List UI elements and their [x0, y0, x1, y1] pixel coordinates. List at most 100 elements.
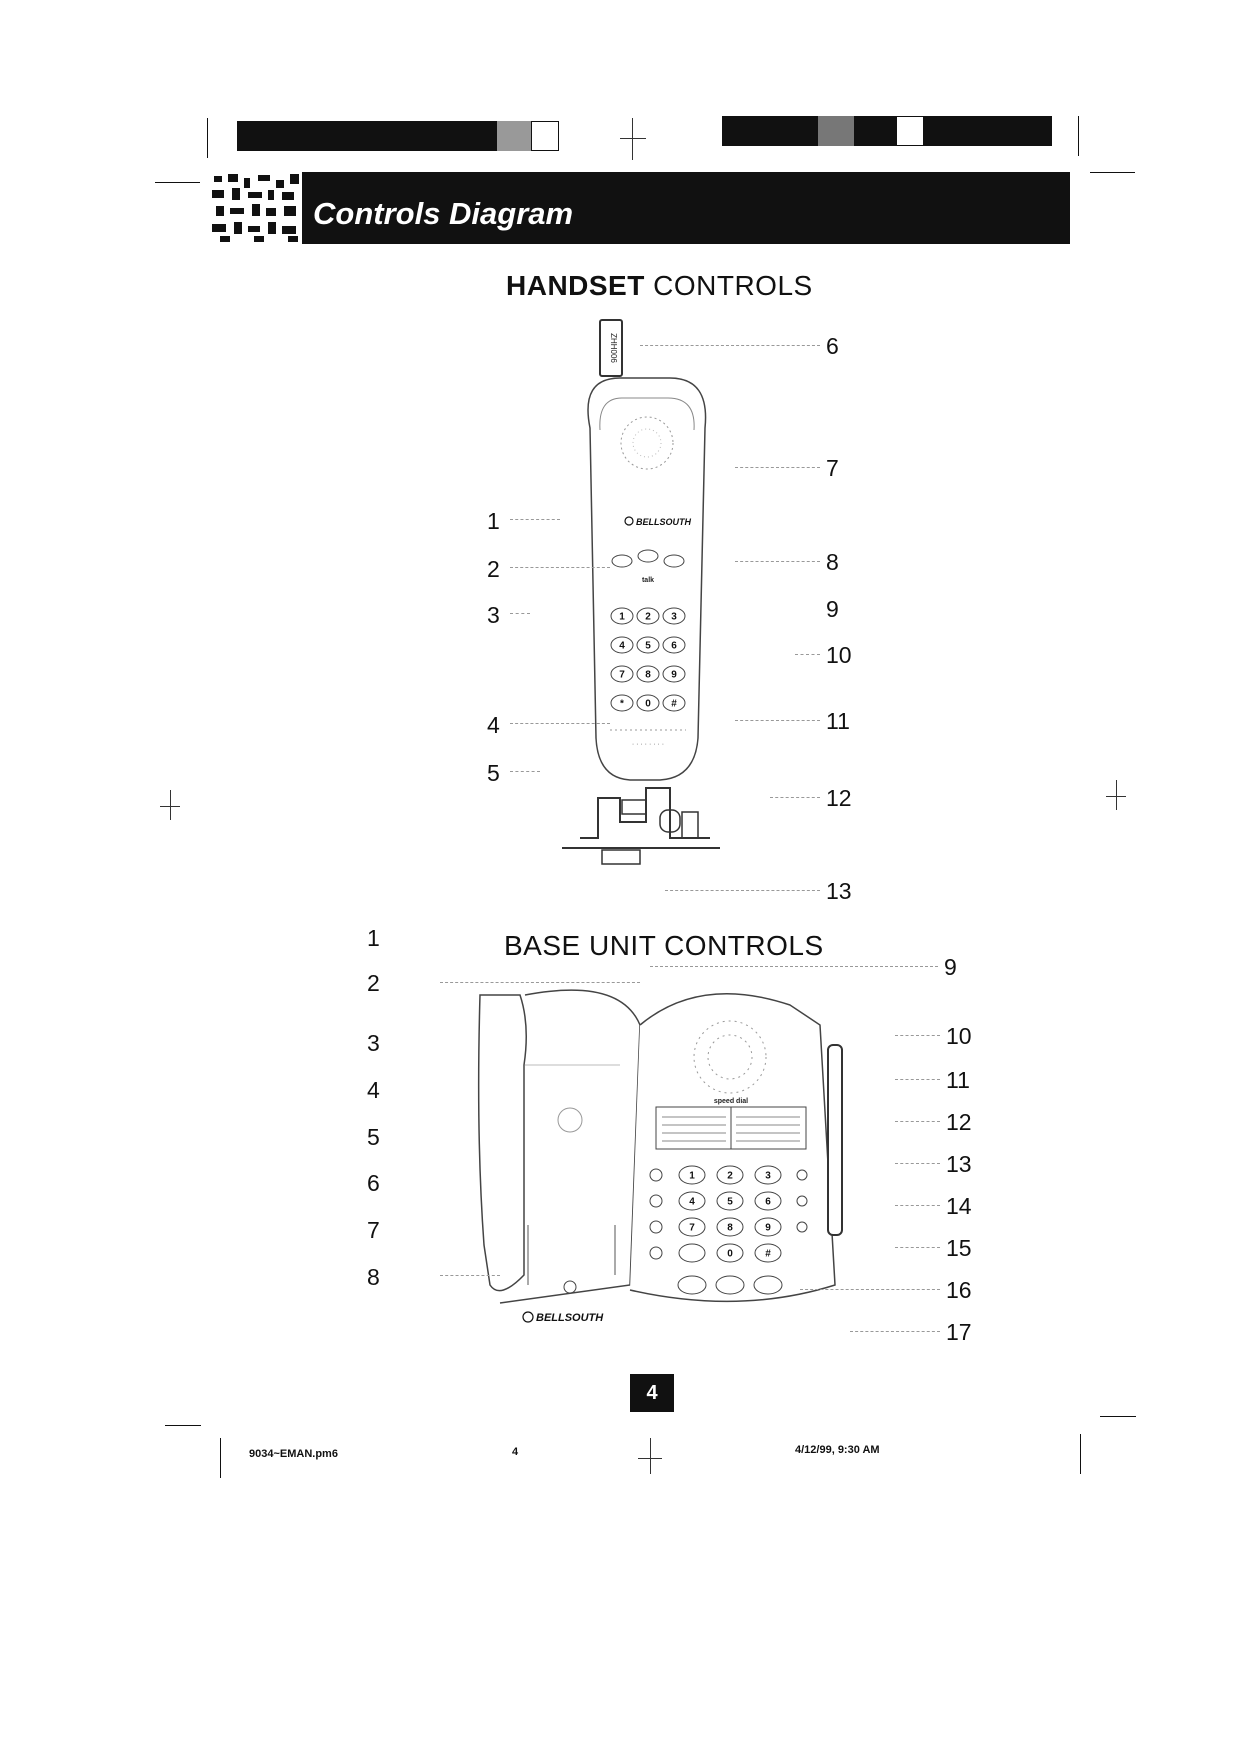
handset-antenna-label: ZHH006 — [609, 333, 618, 363]
handset-label-2: 2 — [487, 556, 500, 582]
crop-line-bottom-left — [165, 1425, 201, 1426]
header-pattern-icon — [210, 172, 302, 244]
handset-key: 3 — [662, 607, 686, 625]
handset-key-label: 1 — [619, 612, 625, 623]
base-key: 7 — [678, 1217, 706, 1237]
handset-label-5: 5 — [487, 760, 500, 786]
handset-leader-2 — [510, 567, 610, 568]
page-number-badge: 4 — [630, 1374, 674, 1412]
base-leader-10 — [895, 1035, 940, 1036]
base-key-label: 9 — [765, 1223, 771, 1234]
handset-key: 0 — [636, 694, 660, 712]
handset-label-6: 6 — [826, 333, 839, 359]
handset-key: 9 — [662, 665, 686, 683]
handset-leader-8 — [735, 561, 820, 562]
base-leader-12 — [895, 1121, 940, 1122]
footer-datetime: 4/12/99, 9:30 AM — [795, 1444, 880, 1456]
crosshair-bottom — [650, 1438, 651, 1474]
handset-leader-11 — [735, 720, 820, 721]
base-key: 6 — [754, 1191, 782, 1211]
registration-dark-block-right — [854, 116, 896, 146]
crosshair-right-h — [1106, 796, 1126, 797]
handset-key: 6 — [662, 636, 686, 654]
base-key: 4 — [678, 1191, 706, 1211]
registration-gray-block-right — [818, 116, 854, 146]
handset-leader-12 — [770, 797, 820, 798]
base-label-6: 6 — [367, 1170, 380, 1196]
handset-key-label: 4 — [619, 641, 625, 652]
registration-white-block-left — [531, 121, 559, 151]
base-key: 5 — [716, 1191, 744, 1211]
crosshair-left — [170, 790, 171, 820]
crop-line-bottom-right — [1100, 1416, 1136, 1417]
svg-text:· · · · · · · ·: · · · · · · · · — [632, 741, 664, 748]
registration-bar-right — [722, 116, 818, 146]
base-label-9: 9 — [944, 954, 957, 980]
base-key-label: 4 — [689, 1197, 695, 1208]
base-label-16: 16 — [946, 1277, 972, 1303]
crosshair-top-h — [620, 138, 646, 139]
handset-key: 7 — [610, 665, 634, 683]
crop-line-right — [1090, 172, 1135, 173]
footer-page: 4 — [512, 1446, 519, 1458]
base-label-12: 12 — [946, 1109, 972, 1135]
handset-leader-7 — [735, 467, 820, 468]
registration-gray-block-left — [497, 121, 531, 151]
handset-key: 1 — [610, 607, 634, 625]
base-label-7: 7 — [367, 1217, 380, 1243]
handset-key-label: 6 — [671, 641, 677, 652]
handset-label-12: 12 — [826, 785, 852, 811]
crop-line-left — [155, 182, 200, 183]
base-label-2: 2 — [367, 970, 380, 996]
handset-label-11: 11 — [826, 708, 850, 734]
handset-label-13: 13 — [826, 878, 852, 904]
handset-leader-6 — [640, 345, 820, 346]
handset-talk-label: talk — [642, 577, 654, 584]
base-key: 8 — [716, 1217, 744, 1237]
handset-key: # — [662, 694, 686, 712]
handset-function-keys — [611, 549, 685, 568]
handset-section-title: HANDSET CONTROLS — [506, 270, 813, 302]
base-section-title: BASE UNIT CONTROLS — [504, 930, 824, 961]
crop-mark-top-right — [1078, 116, 1079, 156]
base-leader-8 — [440, 1275, 500, 1276]
crosshair-left-h — [160, 806, 180, 807]
crop-mark-top-left — [207, 118, 208, 158]
base-leader-17 — [850, 1331, 940, 1332]
handset-label-1: 1 — [487, 508, 500, 534]
base-key: 3 — [754, 1165, 782, 1185]
section-header-bar — [210, 172, 1070, 244]
handset-label-9: 9 — [826, 596, 839, 622]
handset-label-10: 10 — [826, 642, 852, 668]
registration-bar-right-end — [924, 116, 1052, 146]
base-key-label: 0 — [727, 1249, 733, 1260]
footer-filename: 9034~EMAN.pm6 — [249, 1448, 338, 1460]
base-leader-16 — [800, 1289, 940, 1290]
base-label-14: 14 — [946, 1193, 972, 1219]
handset-brand-logo: BELLSOUTH — [636, 517, 691, 527]
crop-mark-bottom-right — [1080, 1434, 1081, 1474]
handset-key-label: * — [620, 699, 624, 710]
handset-leader-13 — [665, 890, 820, 891]
handset-title-bold: HANDSET — [506, 270, 645, 301]
handset-key-label: # — [671, 699, 677, 710]
handset-leader-3 — [510, 613, 530, 614]
base-key — [678, 1243, 706, 1263]
handset-key: 4 — [610, 636, 634, 654]
base-leader-2 — [440, 982, 640, 983]
handset-label-4: 4 — [487, 712, 500, 738]
handset-key-label: 0 — [645, 699, 651, 710]
base-label-3: 3 — [367, 1030, 380, 1056]
handset-label-8: 8 — [826, 549, 839, 575]
crosshair-bottom-h — [638, 1458, 662, 1459]
handset-key: 5 — [636, 636, 660, 654]
registration-white-block-right — [896, 116, 924, 146]
base-key-label: 1 — [689, 1171, 695, 1182]
base-key-label: 7 — [689, 1223, 695, 1234]
page-title: Controls Diagram — [313, 196, 574, 231]
base-leader-9 — [650, 966, 938, 967]
base-key-label: 3 — [765, 1171, 771, 1182]
